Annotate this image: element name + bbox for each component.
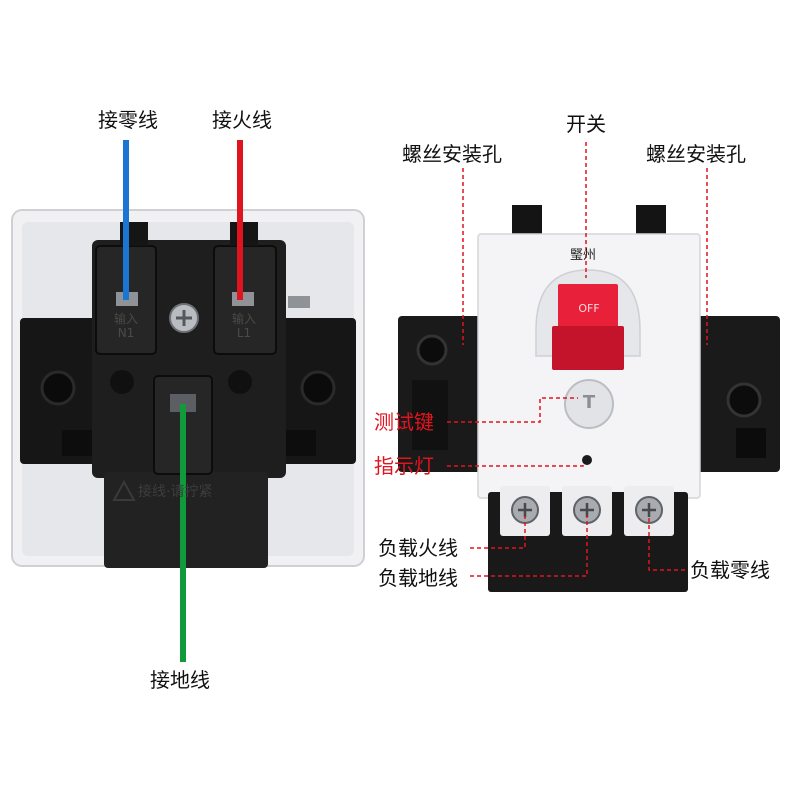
load-ground-label: 负载地线	[378, 566, 458, 590]
terminal-tab	[230, 222, 258, 246]
load-live-label: 负载火线	[378, 536, 458, 560]
mount-hole-icon	[40, 370, 76, 406]
test-button	[564, 379, 614, 429]
neutral-wire-label: 接零线	[98, 108, 158, 132]
contact-recess	[110, 370, 134, 394]
test-button-label: 测试键	[374, 410, 434, 434]
bracket-slot	[412, 380, 448, 450]
ground-clamp	[170, 394, 196, 412]
switch-lever	[558, 284, 618, 330]
screw-hole-left-label: 螺丝安装孔	[402, 142, 502, 166]
screw-hole-right-label: 螺丝安装孔	[646, 142, 746, 166]
screw-slot	[642, 503, 656, 517]
terminal-n-marking: 输入 N1	[113, 312, 138, 340]
screw-slot	[518, 503, 532, 517]
bottom-tab-marking: 接线·请拧紧	[138, 484, 213, 500]
indicator-light	[582, 455, 592, 465]
load-neutral-label: 负载零线	[690, 558, 770, 582]
terminal-l-marking: 输入 L1	[231, 312, 256, 340]
indicator-light-label: 指示灯	[374, 454, 434, 478]
switch-state-text: OFF	[578, 302, 600, 315]
switch-label: 开关	[566, 112, 606, 136]
switch-lever-base	[552, 326, 624, 370]
screw-slot	[580, 503, 594, 517]
screw-hole-icon	[726, 382, 762, 418]
callout-lines	[447, 142, 708, 577]
test-button-glyph: T	[582, 392, 596, 413]
mount-hole-icon	[300, 370, 336, 406]
warning-triangle-icon	[112, 479, 136, 501]
screw-slot	[176, 310, 192, 326]
screw-hole-icon	[416, 334, 448, 366]
bracket-slot	[736, 428, 766, 458]
brand-mark: 㻨州	[570, 248, 597, 263]
contact-recess	[228, 370, 252, 394]
ground-wire-label: 接地线	[150, 668, 210, 692]
live-wire-label: 接火线	[212, 108, 272, 132]
side-bolt	[288, 296, 310, 308]
